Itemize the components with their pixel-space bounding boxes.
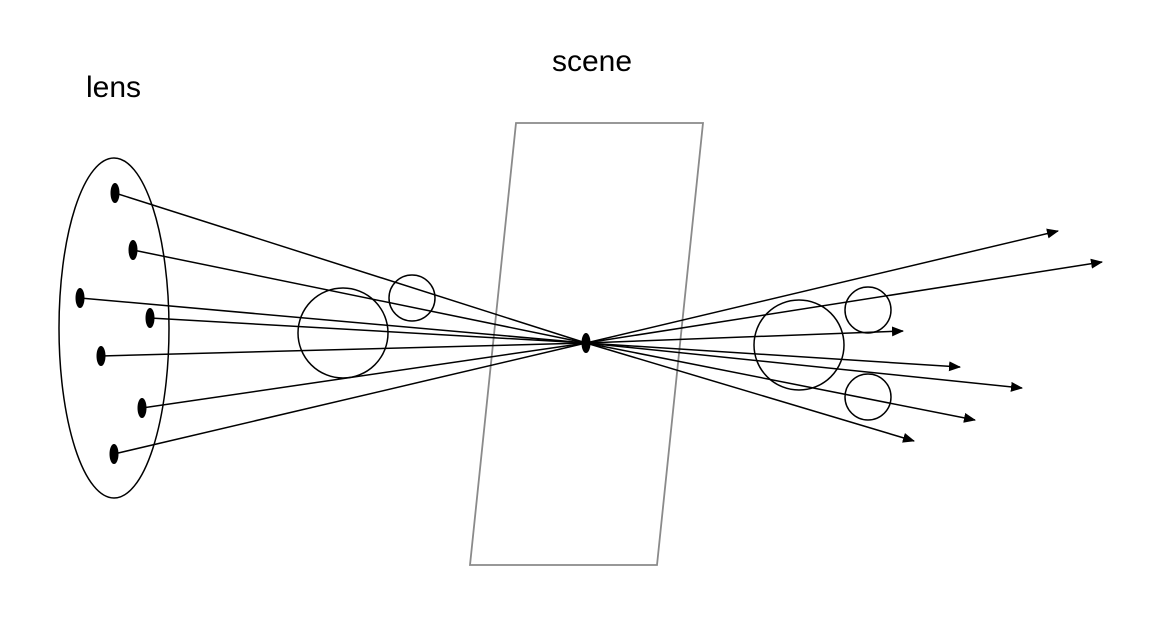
outgoing-ray xyxy=(585,258,1103,344)
scene-plane xyxy=(469,122,704,566)
blur-circle-large-right xyxy=(753,299,845,391)
incoming-ray xyxy=(149,317,587,344)
blur-circle-large-left xyxy=(297,287,389,379)
lens-ellipse xyxy=(58,157,170,499)
lens-sample-point xyxy=(96,346,106,366)
incoming-ray xyxy=(114,192,587,344)
incoming-ray xyxy=(79,297,587,344)
outgoing-ray xyxy=(585,228,1059,344)
left-circles xyxy=(297,274,436,379)
lens-sample-point xyxy=(128,240,138,260)
lens-sample-point xyxy=(109,444,119,464)
scene-label: scene xyxy=(552,45,632,78)
incoming-ray xyxy=(132,249,587,344)
right-circles xyxy=(753,286,892,421)
focal-point xyxy=(581,333,591,353)
outgoing-ray xyxy=(585,326,904,344)
incoming-ray xyxy=(113,342,587,455)
incoming-ray xyxy=(141,342,587,409)
outgoing-ray xyxy=(585,342,976,423)
blur-circle-small-lower-right xyxy=(844,373,892,421)
incoming-ray xyxy=(100,342,587,357)
lens-sample-point xyxy=(145,308,155,328)
blur-circle-small-left xyxy=(388,274,436,322)
blur-circle-small-upper-right xyxy=(844,286,892,334)
outgoing-ray xyxy=(585,342,961,372)
outgoing-ray xyxy=(585,342,1023,392)
lens-sample-point xyxy=(75,288,85,308)
outgoing-rays xyxy=(585,228,1103,443)
incoming-rays xyxy=(79,192,587,455)
outgoing-ray xyxy=(585,342,915,443)
lens-label: lens xyxy=(86,71,141,104)
lens-sample-point xyxy=(137,398,147,418)
lens-sample-points xyxy=(75,183,155,464)
lens-sample-point xyxy=(110,183,120,203)
